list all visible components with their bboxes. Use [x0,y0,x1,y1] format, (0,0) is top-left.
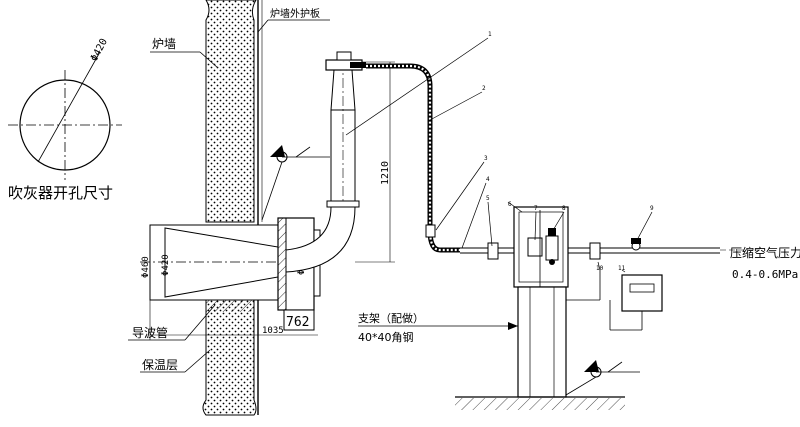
elbow [285,206,356,273]
callout-leaders [345,37,653,273]
callout-8: 8 [562,205,566,212]
pressure-range-label: 0.4-0.6MPa [732,268,798,281]
furnace-outer-plate-label: 炉墙外护板 [270,7,320,20]
support-frame-label: 支架（配做） [358,311,424,325]
box-762 [283,309,315,331]
dim-1210: 1210 [380,161,391,185]
weld-symbol [261,145,330,221]
sootblower-body [285,51,366,273]
furnace-wall-brick [205,0,257,223]
callout-5: 5 [486,195,490,202]
controller-box-11 [566,270,663,331]
flexible-hose [366,63,460,253]
furnace-wall-label: 炉墙 [152,37,176,51]
callout-1: 1 [488,31,492,38]
insulation-layer-label: 保温层 [142,358,178,372]
dim-762: 762 [286,315,309,330]
hole-size-caption: 吹灰器开孔尺寸 [8,184,113,202]
air-pipeline [460,238,760,260]
dim-460: Φ460 [141,256,151,278]
callout-6: 6 [508,201,512,208]
callout-2: 2 [482,85,486,92]
angle-steel-label: 40*40角钢 [358,331,414,344]
weld-symbol-right [565,360,640,396]
callout-10: 10 [596,265,604,272]
compressed-air-pressure-label: 压缩空气压力 [730,245,800,260]
guide-horn: Φ460 Φ420 [140,224,300,301]
callout-4: 4 [486,176,490,183]
callout-11: 11 [618,265,626,272]
callout-7: 7 [534,205,538,212]
pipe-union-1 [487,242,499,260]
control-cabinet [513,206,569,398]
furnace-wall [202,0,263,416]
callout-numbers: 1 2 3 4 5 6 7 8 9 10 11 [482,31,654,272]
callout-9: 9 [650,205,654,212]
callout-3: 3 [484,155,488,162]
pipe-union-2 [589,242,601,260]
hole-diameter-label: Φ420 [89,37,110,63]
wall-flange-box: Φ540 762 [277,217,321,331]
body-flange [326,200,360,208]
furnace-wall-brick-lower [202,299,257,416]
filter-regulator [545,235,559,261]
hole-diameter-leader [37,51,101,163]
dim-420: Φ420 [161,254,171,276]
hole-size-detail: Φ420 吹灰器开孔尺寸 [8,37,122,202]
support-post [517,286,567,398]
insulation-hatch [206,300,254,312]
ground [455,396,625,410]
dim-1035: 1035 [262,326,284,336]
guide-tube-label: 导波管 [132,325,168,340]
